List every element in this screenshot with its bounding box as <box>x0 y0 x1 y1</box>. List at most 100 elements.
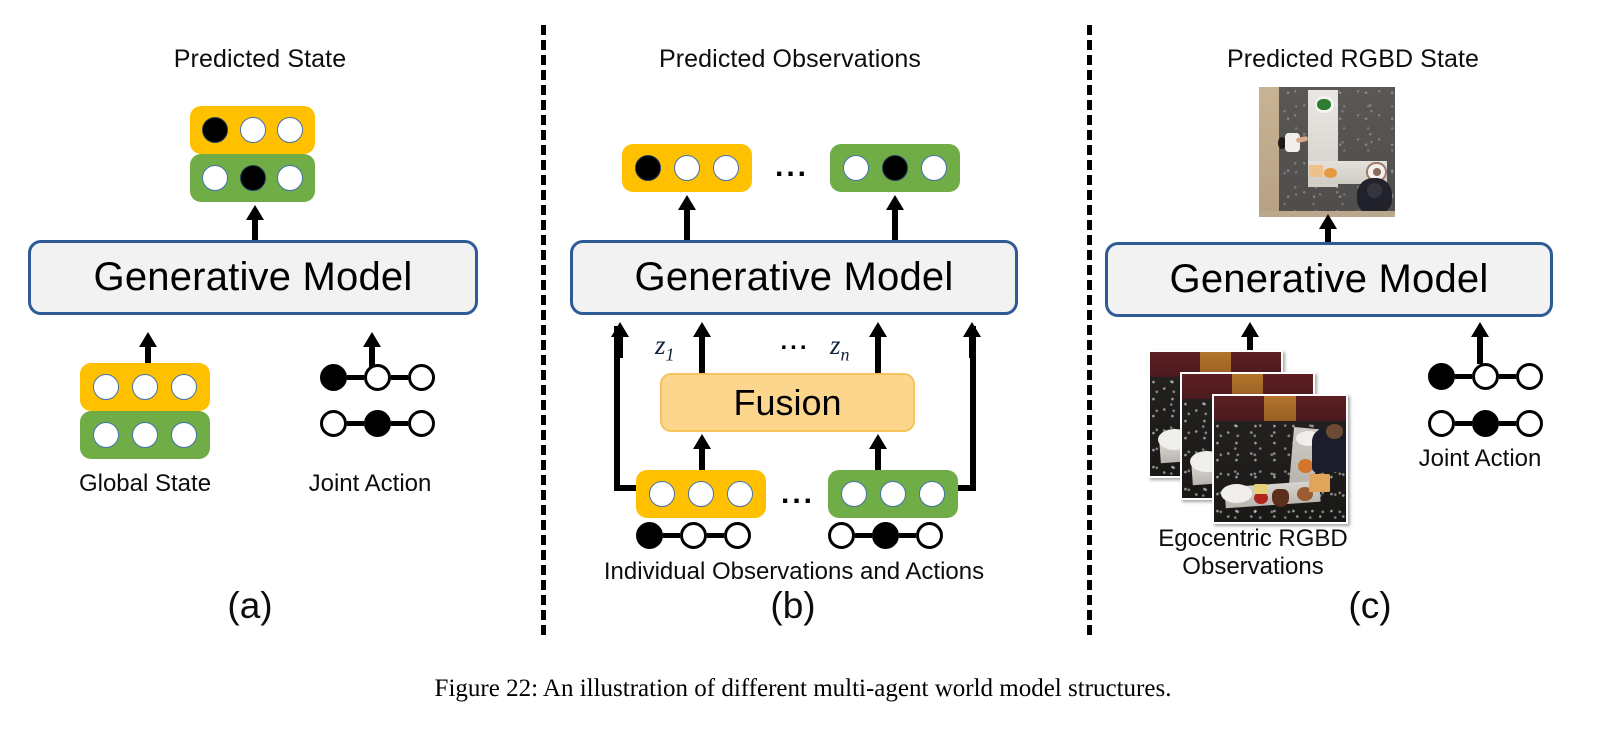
panel-a-arrow-up-global-state <box>138 332 158 370</box>
panel-b-arrow-up-latent-z1 <box>692 322 712 374</box>
state-cell <box>649 481 675 507</box>
state-cell <box>93 422 119 448</box>
panel-b-bottom-label: Individual Observations and Actions <box>603 558 985 585</box>
state-cell <box>843 155 869 181</box>
panel-c-predicted-rgbd-image <box>1259 87 1395 217</box>
action-link <box>1455 374 1472 379</box>
panel-divider-bc <box>1087 25 1092 635</box>
panel-c-arrow-up-observations <box>1240 322 1260 364</box>
tan-food-item <box>1309 165 1323 177</box>
action-link <box>663 533 680 538</box>
action-node <box>408 364 435 391</box>
panel-a-arrow-up-output <box>245 205 265 243</box>
action-link <box>1499 374 1516 379</box>
state-cell <box>713 155 739 181</box>
person-in-white <box>1278 133 1309 154</box>
panel-a-predicted-row-green <box>190 154 315 202</box>
panel-c-observations-label-line2: Observations <box>1182 553 1324 581</box>
panel-b-action-chain-1 <box>636 522 751 549</box>
action-node <box>872 522 899 549</box>
panel-b-heading: Predicted Observations <box>658 45 922 73</box>
panel-b-ellipsis-bottom: ... <box>780 477 815 510</box>
panel-c-arrow-up-joint-action <box>1470 322 1490 364</box>
panel-c-observations-label: Egocentric RGBD Observations <box>1128 525 1378 582</box>
panel-b-individual-obs-yellow <box>636 470 766 518</box>
person-in-dark <box>1356 178 1393 215</box>
panel-c-letter: (c) <box>1348 585 1392 626</box>
action-link <box>347 375 364 380</box>
state-cell <box>277 117 304 143</box>
action-node <box>1472 363 1499 390</box>
panel-a-global-row-yellow <box>80 363 210 411</box>
latent-subscript-1: 1 <box>665 344 675 365</box>
action-node <box>1472 410 1499 437</box>
panel-b-letter: (b) <box>770 585 816 626</box>
state-cell <box>727 481 753 507</box>
panel-c-generative-model[interactable]: Generative Model <box>1105 242 1553 317</box>
panel-b-predicted-obs-green <box>830 144 960 192</box>
panel-c-observations-label-line1: Egocentric RGBD <box>1158 525 1348 552</box>
panel-c-action-chain-2 <box>1428 410 1543 437</box>
latent-subscript-n: n <box>840 344 850 365</box>
food-tray <box>1309 474 1331 492</box>
panel-c-joint-action-label: Joint Action <box>1418 445 1542 472</box>
panel-a-joint-action-label: Joint Action <box>308 470 432 497</box>
state-cell <box>921 155 947 181</box>
action-link <box>1499 421 1516 426</box>
action-node <box>916 522 943 549</box>
action-link <box>899 533 916 538</box>
state-cell <box>132 422 158 448</box>
state-cell <box>171 374 197 400</box>
action-node <box>1516 410 1543 437</box>
action-node <box>364 364 391 391</box>
floor-bottom-strip <box>1259 210 1395 217</box>
panel-b-latent-label-z1: z1 <box>655 330 675 365</box>
state-cell <box>841 481 867 507</box>
egocentric-frame-front <box>1212 394 1348 524</box>
panel-b-arrow-up-obs-yellow <box>677 195 697 241</box>
floor-beige-strip <box>1259 87 1280 217</box>
panel-b-predicted-obs-yellow <box>622 144 752 192</box>
panel-b-generative-model[interactable]: Generative Model <box>570 240 1018 315</box>
panel-a-global-state-label: Global State <box>78 470 212 497</box>
panel-c-heading: Predicted RGBD State <box>1226 45 1480 73</box>
food-red <box>1253 491 1269 505</box>
action-node <box>828 522 855 549</box>
action-link <box>1455 421 1472 426</box>
panel-b-fusion-box[interactable]: Fusion <box>660 373 915 432</box>
food-brown <box>1272 489 1290 507</box>
panel-a-predicted-row-yellow <box>190 106 315 154</box>
latent-symbol-zn: z <box>830 330 841 360</box>
state-cell <box>277 165 304 191</box>
figure-caption: Figure 22: An illustration of different … <box>434 675 1172 702</box>
person-body <box>1284 133 1300 153</box>
action-node <box>1428 410 1455 437</box>
panel-a-generative-model[interactable]: Generative Model <box>28 240 478 315</box>
state-cell <box>688 481 714 507</box>
action-link <box>347 421 364 426</box>
latent-symbol-z1: z <box>655 330 666 360</box>
food-bread <box>1297 486 1313 501</box>
state-cell <box>880 481 906 507</box>
food-yellow <box>1253 484 1267 495</box>
state-cell <box>132 374 158 400</box>
panel-c-arrow-up-output <box>1318 214 1338 246</box>
panel-a-arrow-up-joint-action <box>362 332 382 370</box>
action-node <box>408 410 435 437</box>
person-head <box>1278 137 1286 149</box>
action-link <box>391 421 408 426</box>
state-cell <box>919 481 945 507</box>
action-node <box>364 410 391 437</box>
orange-food-item <box>1324 167 1337 178</box>
state-cell <box>201 165 228 191</box>
action-link <box>855 533 872 538</box>
panel-a-action-chain-2 <box>320 410 435 437</box>
state-cell <box>635 155 661 181</box>
state-cell <box>882 155 908 181</box>
panel-divider-ab <box>541 25 546 635</box>
action-node <box>636 522 663 549</box>
state-cell <box>239 165 266 191</box>
panel-a-action-chain-1 <box>320 364 435 391</box>
seated-person <box>1311 423 1346 472</box>
panel-a-heading: Predicted State <box>173 45 347 73</box>
